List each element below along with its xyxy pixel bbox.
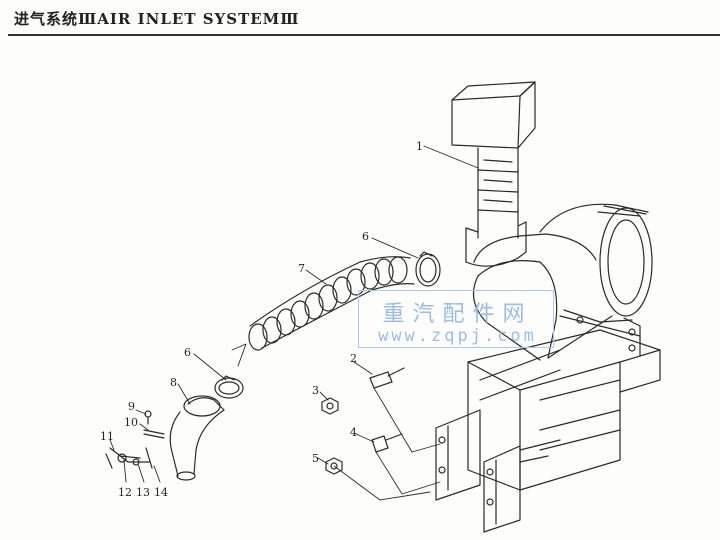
watermark-url: www.zqpj.com	[378, 326, 537, 346]
hose-clamp-upper	[415, 251, 441, 287]
callout-11: 11	[100, 430, 114, 443]
callout-6-upper: 6	[362, 230, 369, 243]
callout-2: 2	[350, 352, 357, 365]
clamp-hardware	[105, 410, 165, 469]
corrugated-hose	[248, 256, 415, 351]
callout-1: 1	[416, 140, 423, 153]
callout-13: 13	[136, 486, 150, 499]
fasteners	[321, 367, 405, 475]
callout-7: 7	[298, 262, 305, 275]
title-divider	[8, 34, 720, 36]
leader-lines	[109, 145, 479, 483]
hose-clamp-lower	[214, 375, 244, 399]
callout-9: 9	[128, 400, 135, 413]
callout-5: 5	[312, 452, 319, 465]
page-title: 进气系统ⅢAIR INLET SYSTEMⅢ	[14, 10, 300, 28]
watermark-frame	[358, 290, 554, 348]
air-filter-canister	[472, 203, 653, 361]
elbow-hose	[169, 395, 225, 481]
inlet-cap-assembly	[451, 81, 536, 267]
mounting-bracket-frame	[435, 309, 661, 533]
watermark-text: 重汽配件网	[382, 302, 533, 327]
assembly-lines	[333, 387, 441, 501]
callout-10: 10	[124, 416, 138, 429]
callout-14: 14	[154, 486, 168, 499]
callout-12: 12	[118, 486, 132, 499]
callout-3: 3	[312, 384, 319, 397]
callout-6-lower: 6	[184, 346, 191, 359]
callout-4: 4	[350, 426, 357, 439]
callout-8: 8	[170, 376, 177, 389]
